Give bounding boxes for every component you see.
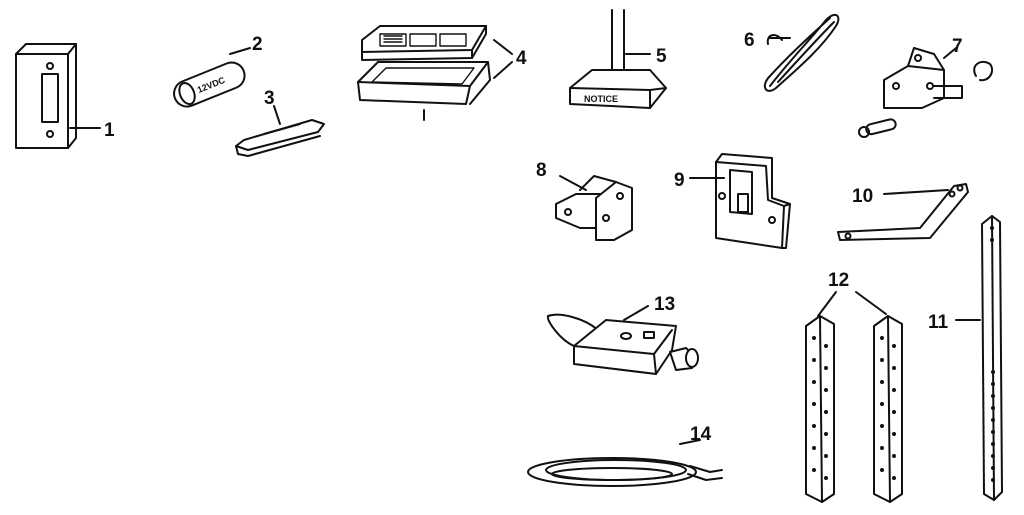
part-7-door-bracket: 7 bbox=[858, 36, 994, 138]
part-9-header-plate: 9 bbox=[674, 153, 791, 249]
part-8-bracket: 8 bbox=[536, 160, 633, 241]
callout-9: 9 bbox=[674, 170, 685, 191]
callout-7: 7 bbox=[952, 36, 963, 57]
part-14-wire-bundle: 14 bbox=[527, 424, 723, 487]
part-12-angle-irons: 12 bbox=[805, 270, 903, 503]
callout-4: 4 bbox=[516, 48, 527, 69]
callout-6: 6 bbox=[744, 30, 755, 51]
part-3-visor-clip: 3 bbox=[235, 88, 325, 157]
callout-14: 14 bbox=[690, 424, 712, 445]
part-11-straight-arm: 11 bbox=[928, 215, 1003, 501]
notice-label: NOTICE bbox=[584, 94, 618, 104]
callout-5: 5 bbox=[656, 46, 667, 67]
part-5-notice-handle: NOTICE 5 bbox=[569, 9, 667, 109]
callout-2: 2 bbox=[252, 34, 263, 55]
part-10-curved-arm: 10 bbox=[837, 183, 969, 241]
part-1-door-control: 1 bbox=[15, 43, 115, 149]
callout-8: 8 bbox=[536, 160, 547, 181]
callout-10: 10 bbox=[852, 186, 873, 207]
callout-3: 3 bbox=[264, 88, 275, 109]
part-13-safety-sensor: 13 bbox=[546, 294, 699, 375]
part-2-battery: 12VDC 2 bbox=[173, 34, 263, 108]
part-6-wire-coil: 6 bbox=[744, 13, 840, 92]
callout-1: 1 bbox=[104, 120, 115, 141]
callout-11: 11 bbox=[928, 312, 949, 333]
callout-12: 12 bbox=[828, 270, 849, 291]
callout-13: 13 bbox=[654, 294, 675, 315]
part-4-remote-transmitter: 4 bbox=[357, 25, 527, 121]
